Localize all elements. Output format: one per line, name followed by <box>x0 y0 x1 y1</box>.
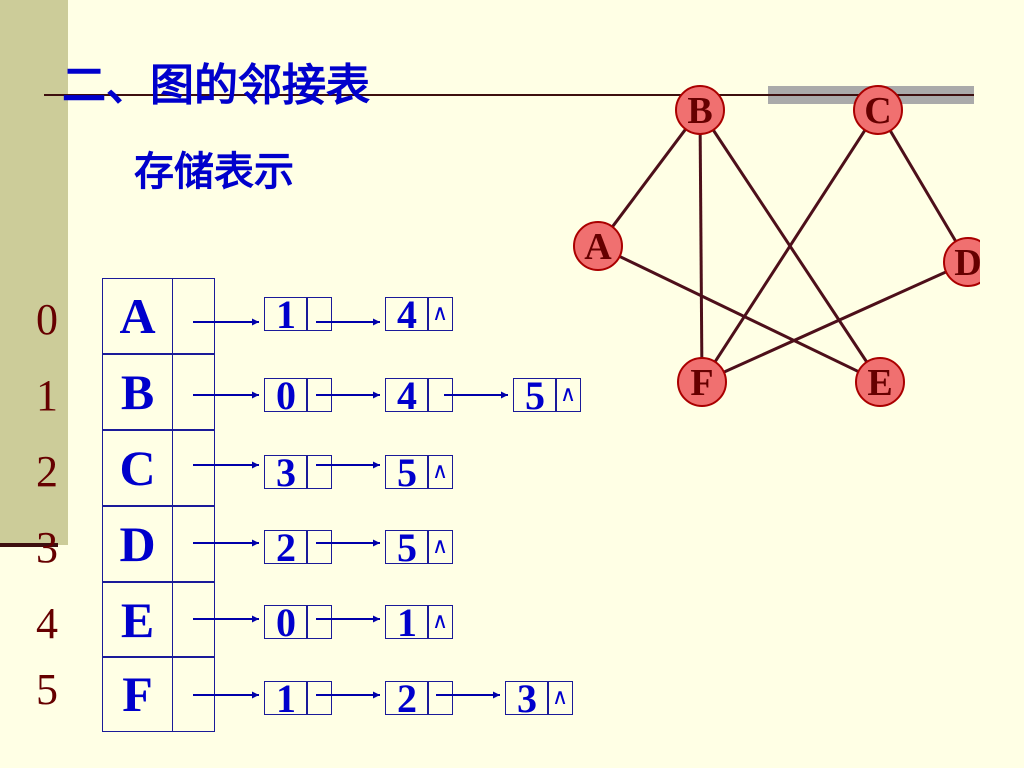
graph-vertex-F <box>677 357 727 407</box>
graph-vertex-E <box>855 357 905 407</box>
vertex-index: 4 <box>36 599 58 648</box>
vertex-index: 2 <box>36 447 58 496</box>
graph-vertex-B <box>675 85 725 135</box>
null-pointer: ∧ <box>427 530 453 564</box>
edge-node-value: 3 <box>264 453 308 493</box>
edge-node-next-cell <box>306 681 332 715</box>
undirected-graph: A B C D E F <box>573 85 980 407</box>
vertex-row: A <box>102 278 215 354</box>
null-pointer: ∧ <box>427 297 453 331</box>
graph-edge-A-E <box>618 255 860 373</box>
edge-node-value: 4 <box>385 376 429 416</box>
left-rule <box>0 543 58 547</box>
vertex-table: A B C D E F <box>102 278 215 732</box>
left-accent-bar <box>0 0 68 545</box>
vertex-row: D <box>102 506 215 582</box>
vertex-row: E <box>102 582 215 658</box>
graph-edge-C-D <box>888 129 958 243</box>
graph-vertex-label: B <box>687 90 712 132</box>
graph-vertex-D <box>943 237 980 287</box>
edge-node-next-cell <box>427 681 453 715</box>
edge-node-value: 5 <box>385 528 429 568</box>
first-edge-pointer-cell <box>172 278 215 354</box>
vertex-cell: E <box>102 582 173 658</box>
graph-vertex-label: F <box>690 362 713 404</box>
vertex-index: 0 <box>36 295 58 344</box>
edge-node-next-cell <box>306 455 332 489</box>
first-edge-pointer-cell <box>172 430 215 506</box>
graph-edge-C-F <box>713 129 867 363</box>
graph-edge-A-B <box>611 128 687 228</box>
graph-vertex-label: D <box>954 242 980 284</box>
edge-node-value: 2 <box>264 528 308 568</box>
edge-node-value: 0 <box>264 376 308 416</box>
graph-vertex-label: C <box>864 90 891 132</box>
edge-node-value: 5 <box>385 453 429 493</box>
null-pointer: ∧ <box>427 455 453 489</box>
vertex-row: C <box>102 430 215 506</box>
vertex-row: F <box>102 656 215 732</box>
graph-vertex-label: E <box>867 362 892 404</box>
edge-node-value: 4 <box>385 295 429 335</box>
graph-vertex-label: A <box>584 226 612 268</box>
vertex-index: 5 <box>36 665 58 714</box>
edge-node-next-cell <box>306 297 332 331</box>
edge-node-next-cell <box>306 605 332 639</box>
first-edge-pointer-cell <box>172 354 215 430</box>
edge-node-value: 1 <box>264 295 308 335</box>
edge-node-value: 2 <box>385 679 429 719</box>
edge-node-next-cell <box>306 530 332 564</box>
graph-vertex-A <box>573 221 623 271</box>
null-pointer: ∧ <box>427 605 453 639</box>
vertex-index: 3 <box>36 523 58 572</box>
edge-node-value: 1 <box>264 679 308 719</box>
graph-edge-D-F <box>723 270 947 374</box>
edge-node-value: 0 <box>264 603 308 643</box>
vertex-index: 1 <box>36 371 58 420</box>
graph-vertex-C <box>853 85 903 135</box>
vertex-cell: F <box>102 656 173 732</box>
edge-node-value: 3 <box>505 679 549 719</box>
graph-edge-B-F <box>698 133 704 359</box>
null-pointer: ∧ <box>555 378 581 412</box>
vertex-cell: B <box>102 354 173 430</box>
edge-node-value: 1 <box>385 603 429 643</box>
null-pointer: ∧ <box>547 681 573 715</box>
slide-subtitle: 存储表示 <box>134 148 294 195</box>
edge-node-value: 5 <box>513 376 557 416</box>
vertex-row: B <box>102 354 215 430</box>
slide-title: 二、图的邻接表 <box>62 60 370 111</box>
title-rule <box>44 94 974 96</box>
